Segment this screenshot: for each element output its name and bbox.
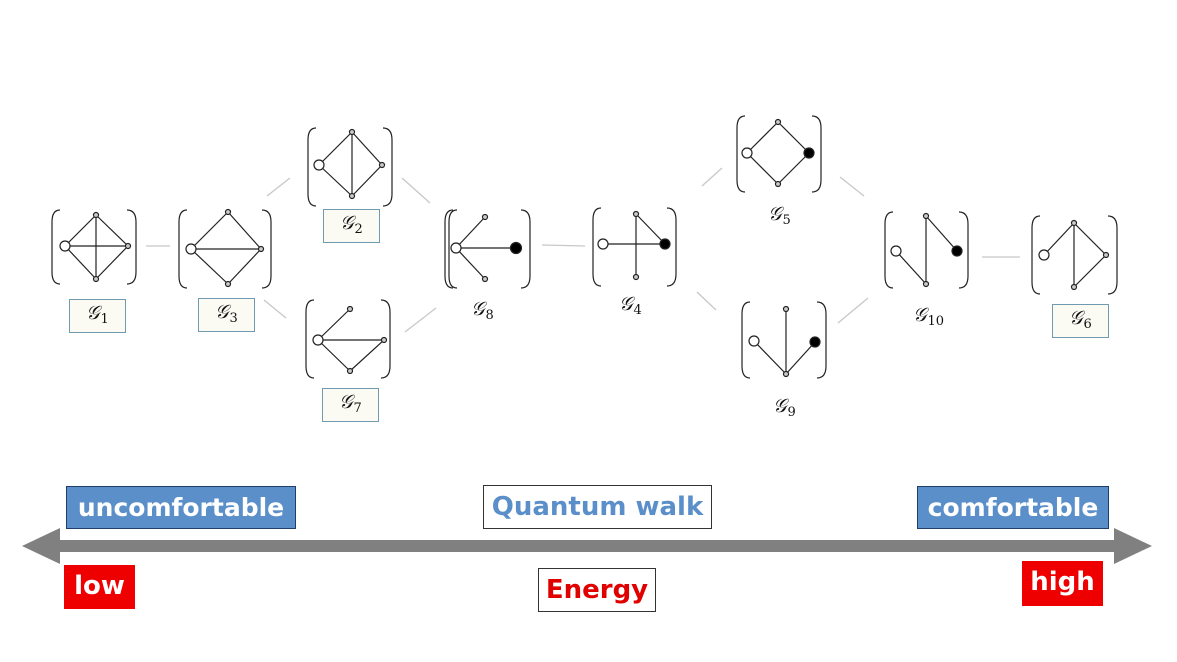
node [185, 243, 197, 255]
graph-g3 [178, 208, 272, 289]
connector-g7-g8 [404, 307, 437, 333]
node [632, 210, 640, 218]
caption-g2: 𝒢2 [323, 209, 380, 243]
node [92, 211, 100, 219]
energy-label: Energy [538, 568, 656, 612]
graph-g8 [444, 209, 531, 289]
node [774, 118, 782, 126]
connector-g9-g10 [837, 297, 869, 324]
left-bracket [884, 211, 894, 289]
node [809, 336, 821, 348]
right-bracket [816, 301, 827, 379]
node [380, 336, 388, 344]
node [509, 241, 523, 255]
connector-g3-g2 [266, 177, 291, 197]
left-bracket [592, 207, 602, 287]
caption-g9: 𝒢9 [773, 395, 796, 420]
node [313, 159, 325, 171]
node [481, 275, 489, 283]
node [632, 273, 640, 281]
node [1070, 219, 1078, 227]
node [1038, 249, 1050, 261]
caption-g7: 𝒢7 [322, 388, 379, 422]
right-bracket [811, 115, 822, 193]
node [224, 208, 232, 216]
connector-g3-g7 [263, 299, 287, 319]
connector-g5-g10 [839, 176, 865, 197]
graph-g9 [741, 301, 827, 379]
node [922, 212, 930, 220]
left-bracket [51, 209, 61, 285]
graph-g2 [307, 127, 393, 207]
caption-g4: 𝒢4 [619, 293, 642, 318]
graph-g10 [884, 211, 969, 289]
node [597, 238, 609, 250]
right-bracket [382, 127, 393, 207]
left-bracket [741, 301, 751, 379]
node [774, 180, 782, 188]
quantum-walk-label: Quantum walk [483, 485, 712, 529]
right-bracket [666, 207, 677, 287]
right-bracket [126, 209, 137, 285]
node [59, 240, 71, 252]
left-bracket [178, 209, 188, 289]
node [348, 128, 356, 136]
right-bracket [380, 299, 391, 379]
node [346, 367, 354, 375]
left-bracket-inner [448, 209, 458, 289]
connector-g8-g4 [541, 244, 586, 247]
right-bracket [958, 211, 969, 289]
node [782, 305, 790, 313]
node [741, 147, 753, 159]
comfortable-label: comfortable [917, 486, 1109, 529]
caption-g8: 𝒢8 [471, 298, 494, 323]
connector-g4-g9 [696, 291, 717, 311]
uncomfortable-label: uncomfortable [66, 486, 296, 529]
node [92, 275, 100, 283]
right-bracket [520, 209, 531, 289]
node [450, 242, 462, 254]
node [224, 280, 232, 288]
connector-g2-g8 [401, 177, 431, 204]
graph-g7 [305, 299, 391, 379]
caption-g1: 𝒢1 [69, 299, 126, 333]
node [378, 161, 386, 169]
node [312, 334, 324, 346]
left-bracket [307, 127, 317, 207]
node [348, 192, 356, 200]
graph-g1 [51, 209, 137, 285]
left-bracket [444, 209, 454, 289]
graph-g4 [592, 207, 677, 287]
graph-g5 [736, 115, 822, 193]
node [1102, 251, 1110, 259]
low-label: low [64, 565, 135, 609]
energy-axis-arrow [22, 528, 1152, 564]
node [481, 213, 489, 221]
caption-g6: 𝒢6 [1052, 304, 1109, 338]
node [890, 245, 902, 257]
node [922, 280, 930, 288]
left-bracket [736, 115, 746, 193]
node [1070, 283, 1078, 291]
node [124, 242, 132, 250]
right-bracket [261, 209, 272, 289]
graph-g6 [1031, 215, 1118, 295]
node [782, 370, 790, 378]
connectors [146, 167, 1020, 333]
node [951, 245, 963, 257]
node [803, 147, 815, 159]
node [346, 305, 354, 313]
left-bracket [1031, 215, 1041, 295]
caption-g5: 𝒢5 [768, 203, 791, 228]
caption-g3: 𝒢3 [198, 298, 255, 332]
high-label: high [1022, 561, 1103, 606]
node [659, 238, 671, 250]
node [257, 245, 265, 253]
connector-g4-g5 [701, 167, 723, 187]
node [748, 335, 760, 347]
caption-g10: 𝒢10 [913, 304, 945, 329]
left-bracket [305, 299, 315, 379]
right-bracket [1107, 215, 1118, 295]
